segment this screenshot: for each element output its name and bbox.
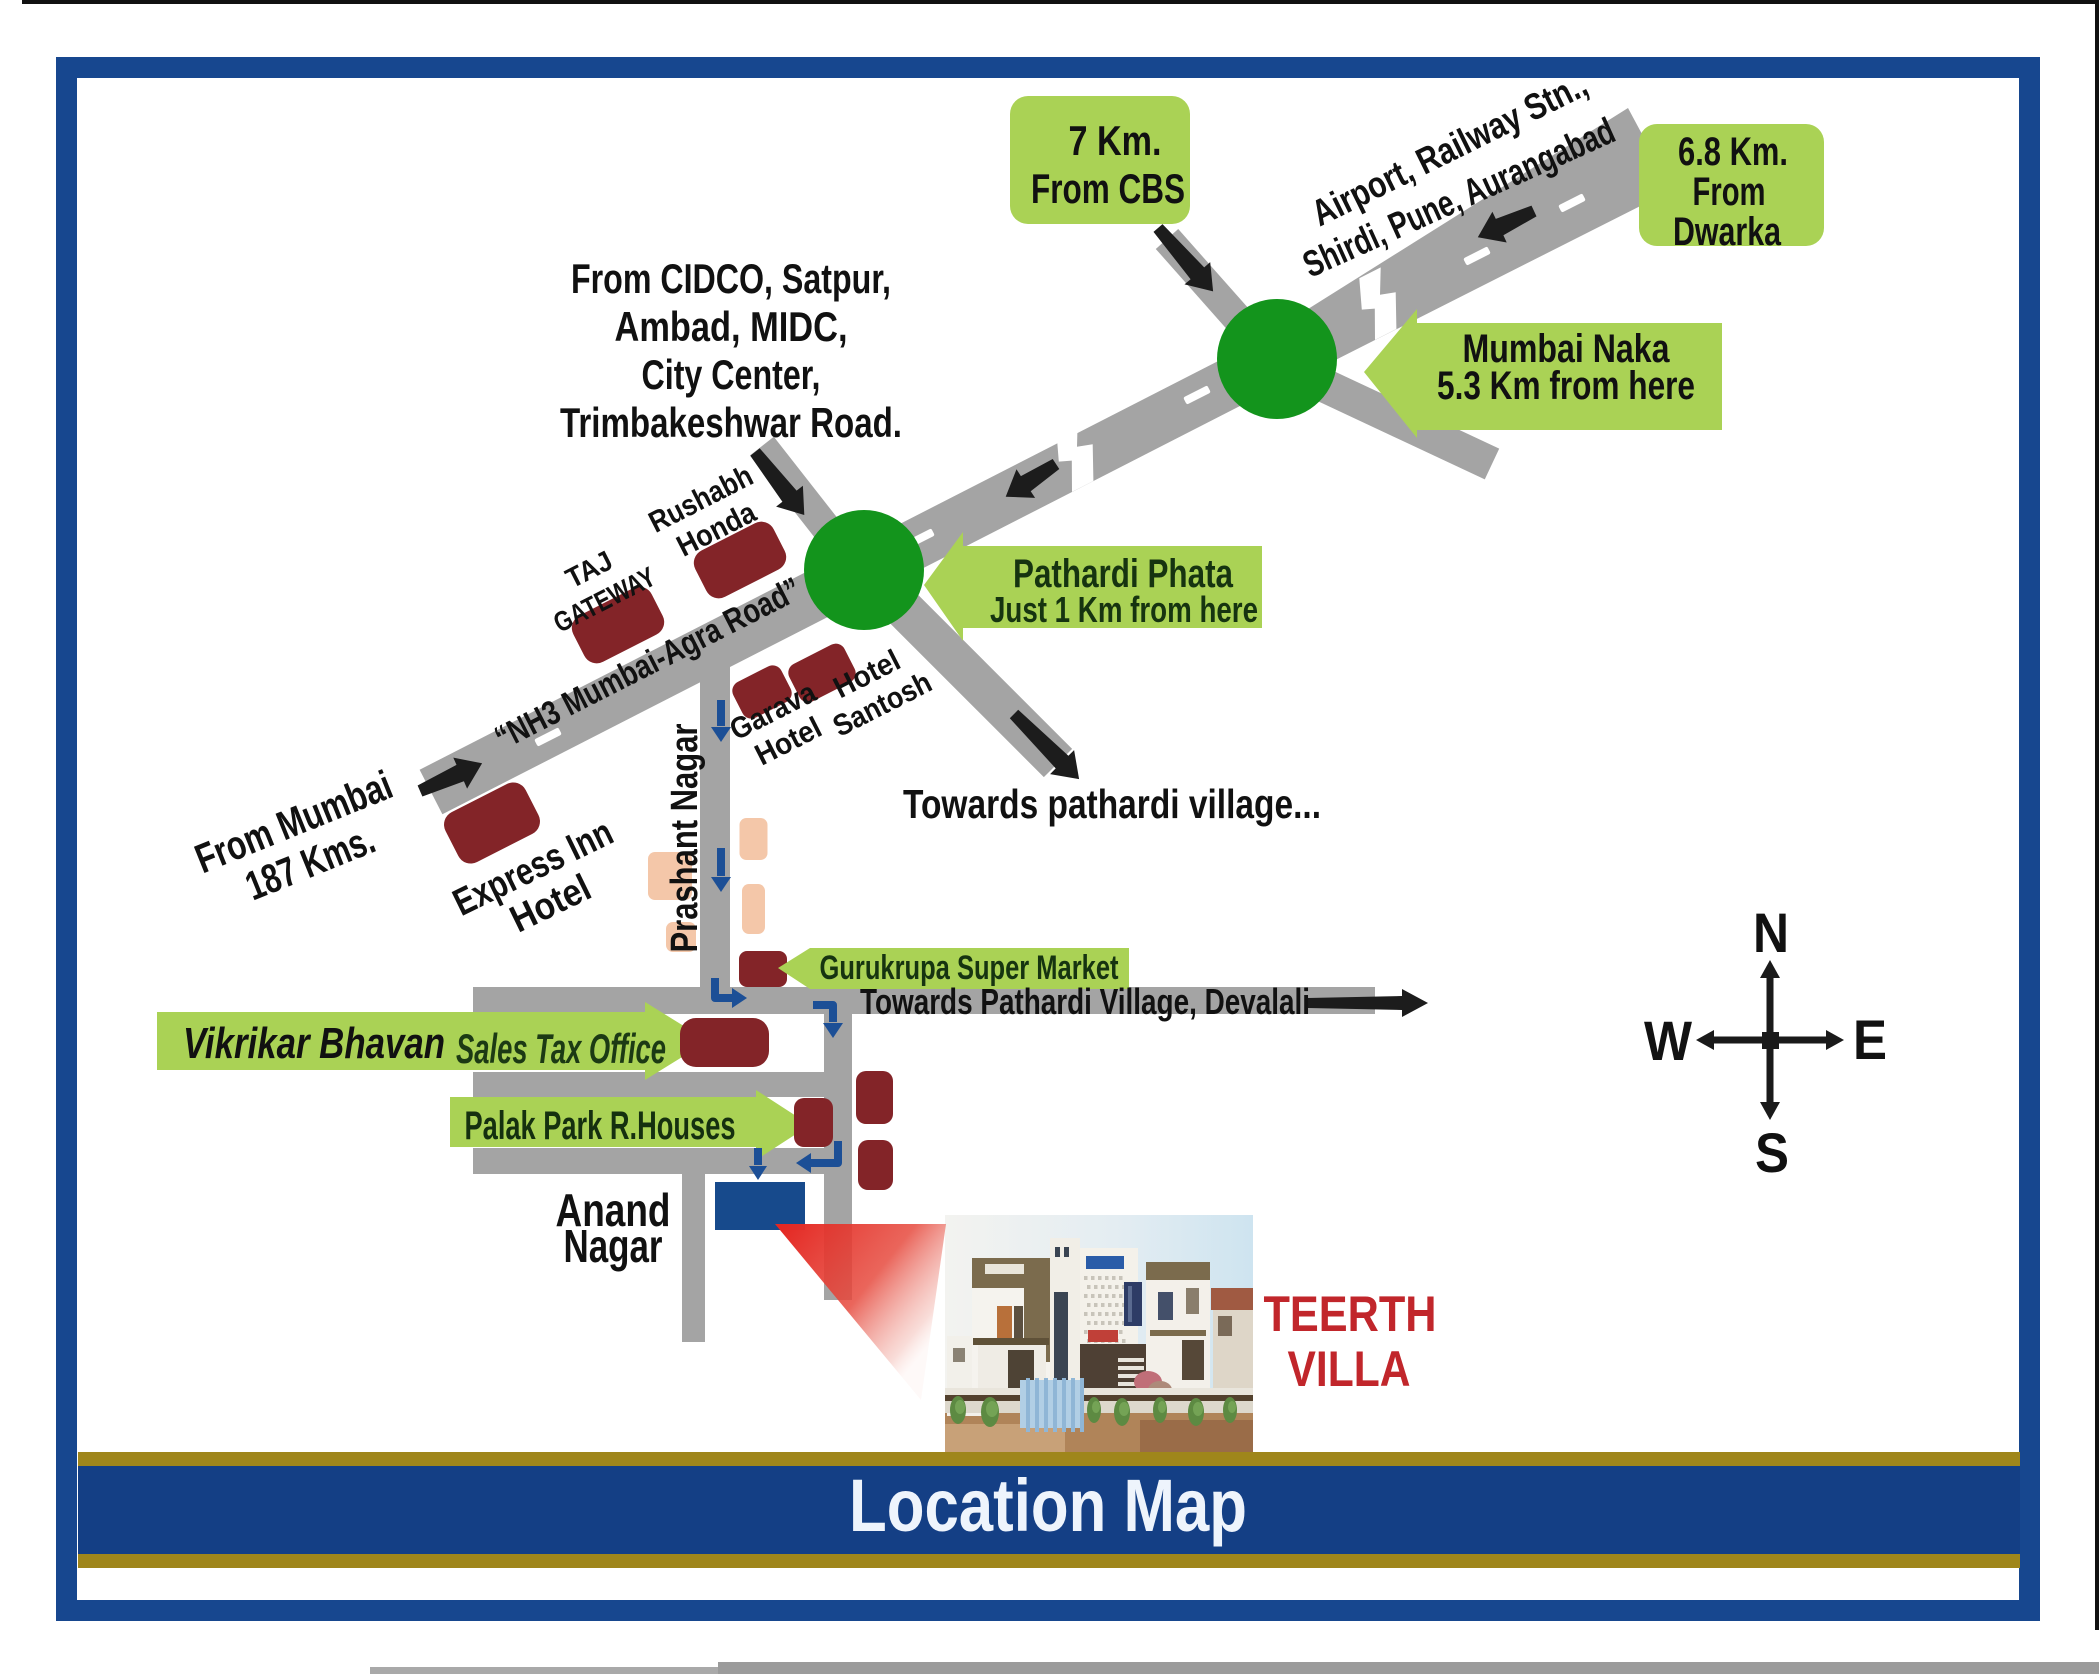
svg-text:TEERTH: TEERTH — [1264, 1286, 1437, 1342]
svg-text:VILLA: VILLA — [1288, 1341, 1411, 1397]
svg-text:7 Km.: 7 Km. — [1069, 117, 1162, 164]
svg-text:Dwarka: Dwarka — [1673, 210, 1782, 254]
svg-text:Anand: Anand — [556, 1184, 671, 1236]
svg-text:Palak Park R.Houses: Palak Park R.Houses — [465, 1104, 736, 1148]
svg-text:Just 1 Km from here: Just 1 Km from here — [990, 589, 1258, 630]
svg-text:Sales Tax Office: Sales Tax Office — [456, 1025, 666, 1072]
svg-text:S: S — [1755, 1121, 1789, 1184]
svg-text:Towards pathardi village...: Towards pathardi village... — [903, 781, 1321, 827]
svg-text:From CBS: From CBS — [1031, 165, 1185, 212]
svg-text:Vikrikar Bhavan: Vikrikar Bhavan — [183, 1019, 445, 1068]
svg-text:E: E — [1853, 1008, 1887, 1071]
svg-text:Pathardi Phata: Pathardi Phata — [1013, 552, 1234, 596]
svg-text:5.3 Km from here: 5.3 Km from here — [1437, 364, 1695, 408]
svg-text:Nagar: Nagar — [564, 1220, 663, 1272]
svg-text:Prashant Nagar: Prashant Nagar — [664, 723, 706, 952]
svg-text:Mumbai Naka: Mumbai Naka — [1463, 327, 1671, 371]
svg-text:Gurukrupa Super Market: Gurukrupa Super Market — [820, 949, 1119, 987]
svg-text:W: W — [1644, 1009, 1692, 1072]
svg-text:City Center,: City Center, — [642, 351, 821, 398]
svg-text:Trimbakeshwar Road.: Trimbakeshwar Road. — [560, 399, 902, 446]
svg-text:Ambad, MIDC,: Ambad, MIDC, — [615, 303, 848, 350]
svg-text:From CIDCO, Satpur,: From CIDCO, Satpur, — [571, 255, 891, 302]
svg-text:6.8 Km.: 6.8 Km. — [1678, 130, 1788, 174]
svg-text:From: From — [1693, 170, 1766, 214]
svg-text:Towards Pathardi Village, Deva: Towards Pathardi Village, Devalali — [860, 981, 1310, 1022]
svg-text:N: N — [1753, 901, 1789, 964]
svg-text:Location Map: Location Map — [849, 1464, 1247, 1547]
